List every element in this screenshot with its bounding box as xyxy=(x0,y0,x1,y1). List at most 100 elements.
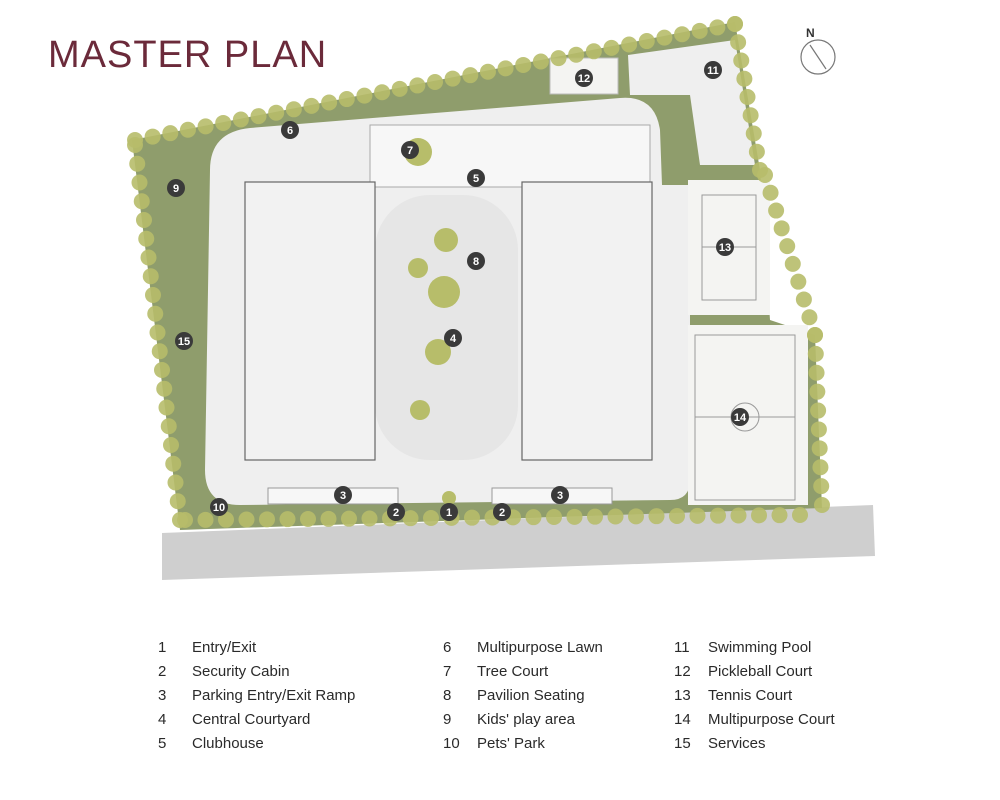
svg-text:13: 13 xyxy=(719,242,731,254)
tree-icon xyxy=(218,511,234,528)
legend-number: 8 xyxy=(443,687,452,704)
plan-marker-4: 4 xyxy=(444,329,462,347)
tree-icon xyxy=(402,510,419,527)
svg-text:5: 5 xyxy=(473,173,479,185)
tree-icon xyxy=(525,509,542,526)
tree-icon xyxy=(710,507,726,524)
legend-label: Tennis Court xyxy=(708,687,793,704)
tree-icon xyxy=(167,474,184,491)
tree-icon xyxy=(464,509,480,526)
tree-icon xyxy=(691,22,708,39)
north-label: N xyxy=(806,26,815,40)
tree-icon xyxy=(674,26,691,43)
tree-icon xyxy=(341,510,357,527)
plan-marker-3: 3 xyxy=(334,486,352,504)
tree-icon xyxy=(145,287,161,303)
tree-icon xyxy=(250,108,267,125)
plan-marker-11: 11 xyxy=(704,61,722,79)
tree-icon xyxy=(739,89,756,105)
tree-icon xyxy=(169,493,186,510)
tree-icon xyxy=(751,507,767,524)
tree-icon xyxy=(279,511,296,528)
plan-marker-1: 1 xyxy=(440,503,458,521)
plan-marker-3: 3 xyxy=(551,486,569,504)
tower-block-left xyxy=(244,181,376,461)
tree-icon xyxy=(425,339,451,365)
svg-text:3: 3 xyxy=(340,490,346,502)
plan-marker-7: 7 xyxy=(401,141,419,159)
tree-icon xyxy=(163,437,179,453)
tree-icon xyxy=(709,19,726,36)
tree-icon xyxy=(621,36,638,53)
plan-marker-12: 12 xyxy=(575,69,593,87)
legend-label: Entry/Exit xyxy=(192,639,257,656)
tree-icon xyxy=(268,104,285,121)
tree-icon xyxy=(736,70,753,87)
tree-icon xyxy=(140,249,157,266)
parking-ramp-left xyxy=(267,487,399,505)
tree-icon xyxy=(300,511,316,527)
plan-marker-8: 8 xyxy=(467,252,485,270)
swimming-pool-area xyxy=(628,40,755,165)
svg-text:7: 7 xyxy=(407,145,413,157)
svg-text:3: 3 xyxy=(557,490,563,502)
tree-icon xyxy=(356,87,373,104)
tree-icon xyxy=(129,155,146,172)
legend-number: 11 xyxy=(674,639,690,656)
tree-icon xyxy=(144,128,161,145)
tree-icon xyxy=(790,273,807,290)
tree-icon xyxy=(773,220,790,237)
tree-icon xyxy=(745,125,762,142)
tree-icon xyxy=(147,305,164,322)
tree-icon xyxy=(784,255,801,272)
plan-marker-2: 2 xyxy=(493,503,511,521)
tree-icon xyxy=(285,101,302,118)
tree-icon xyxy=(462,67,479,84)
svg-text:4: 4 xyxy=(450,333,457,345)
tree-icon xyxy=(742,107,759,124)
tree-icon xyxy=(532,53,549,70)
legend-number: 12 xyxy=(674,663,691,680)
tree-icon xyxy=(172,512,188,528)
tree-icon xyxy=(810,421,827,438)
tree-icon xyxy=(361,510,378,527)
tree-icon xyxy=(479,63,496,80)
tree-icon xyxy=(138,230,155,247)
tree-icon xyxy=(162,125,179,142)
tree-icon xyxy=(151,343,168,360)
tree-icon xyxy=(807,345,824,362)
tree-icon xyxy=(497,60,514,77)
plan-marker-9: 9 xyxy=(167,179,185,197)
legend-number: 15 xyxy=(674,735,691,752)
tree-icon xyxy=(160,418,177,435)
legend-label: Multipurpose Lawn xyxy=(477,639,603,656)
tree-icon xyxy=(215,114,232,131)
tower-block-right xyxy=(521,181,653,461)
plan-marker-13: 13 xyxy=(716,238,734,256)
tree-icon xyxy=(730,507,747,524)
legend-number: 10 xyxy=(443,735,460,752)
tree-icon xyxy=(638,33,655,50)
tree-icon xyxy=(423,510,439,526)
tree-icon xyxy=(408,258,428,278)
legend-label: Kids' play area xyxy=(477,711,575,728)
tree-icon xyxy=(410,400,430,420)
legend-label: Parking Entry/Exit Ramp xyxy=(192,687,356,704)
tree-icon xyxy=(374,84,391,101)
tree-icon xyxy=(427,74,443,90)
tree-icon xyxy=(727,16,743,32)
legend-number: 6 xyxy=(443,639,452,656)
tree-icon xyxy=(730,34,747,51)
svg-text:9: 9 xyxy=(173,183,179,195)
plan-marker-10: 10 xyxy=(210,498,228,516)
legend-number: 13 xyxy=(674,687,691,704)
svg-text:8: 8 xyxy=(473,256,479,268)
tree-icon xyxy=(434,228,458,252)
tree-icon xyxy=(179,121,196,138)
svg-text:11: 11 xyxy=(707,65,719,77)
tree-icon xyxy=(762,184,779,201)
tree-icon xyxy=(136,212,152,228)
svg-text:15: 15 xyxy=(178,336,190,348)
tree-icon xyxy=(801,309,818,326)
